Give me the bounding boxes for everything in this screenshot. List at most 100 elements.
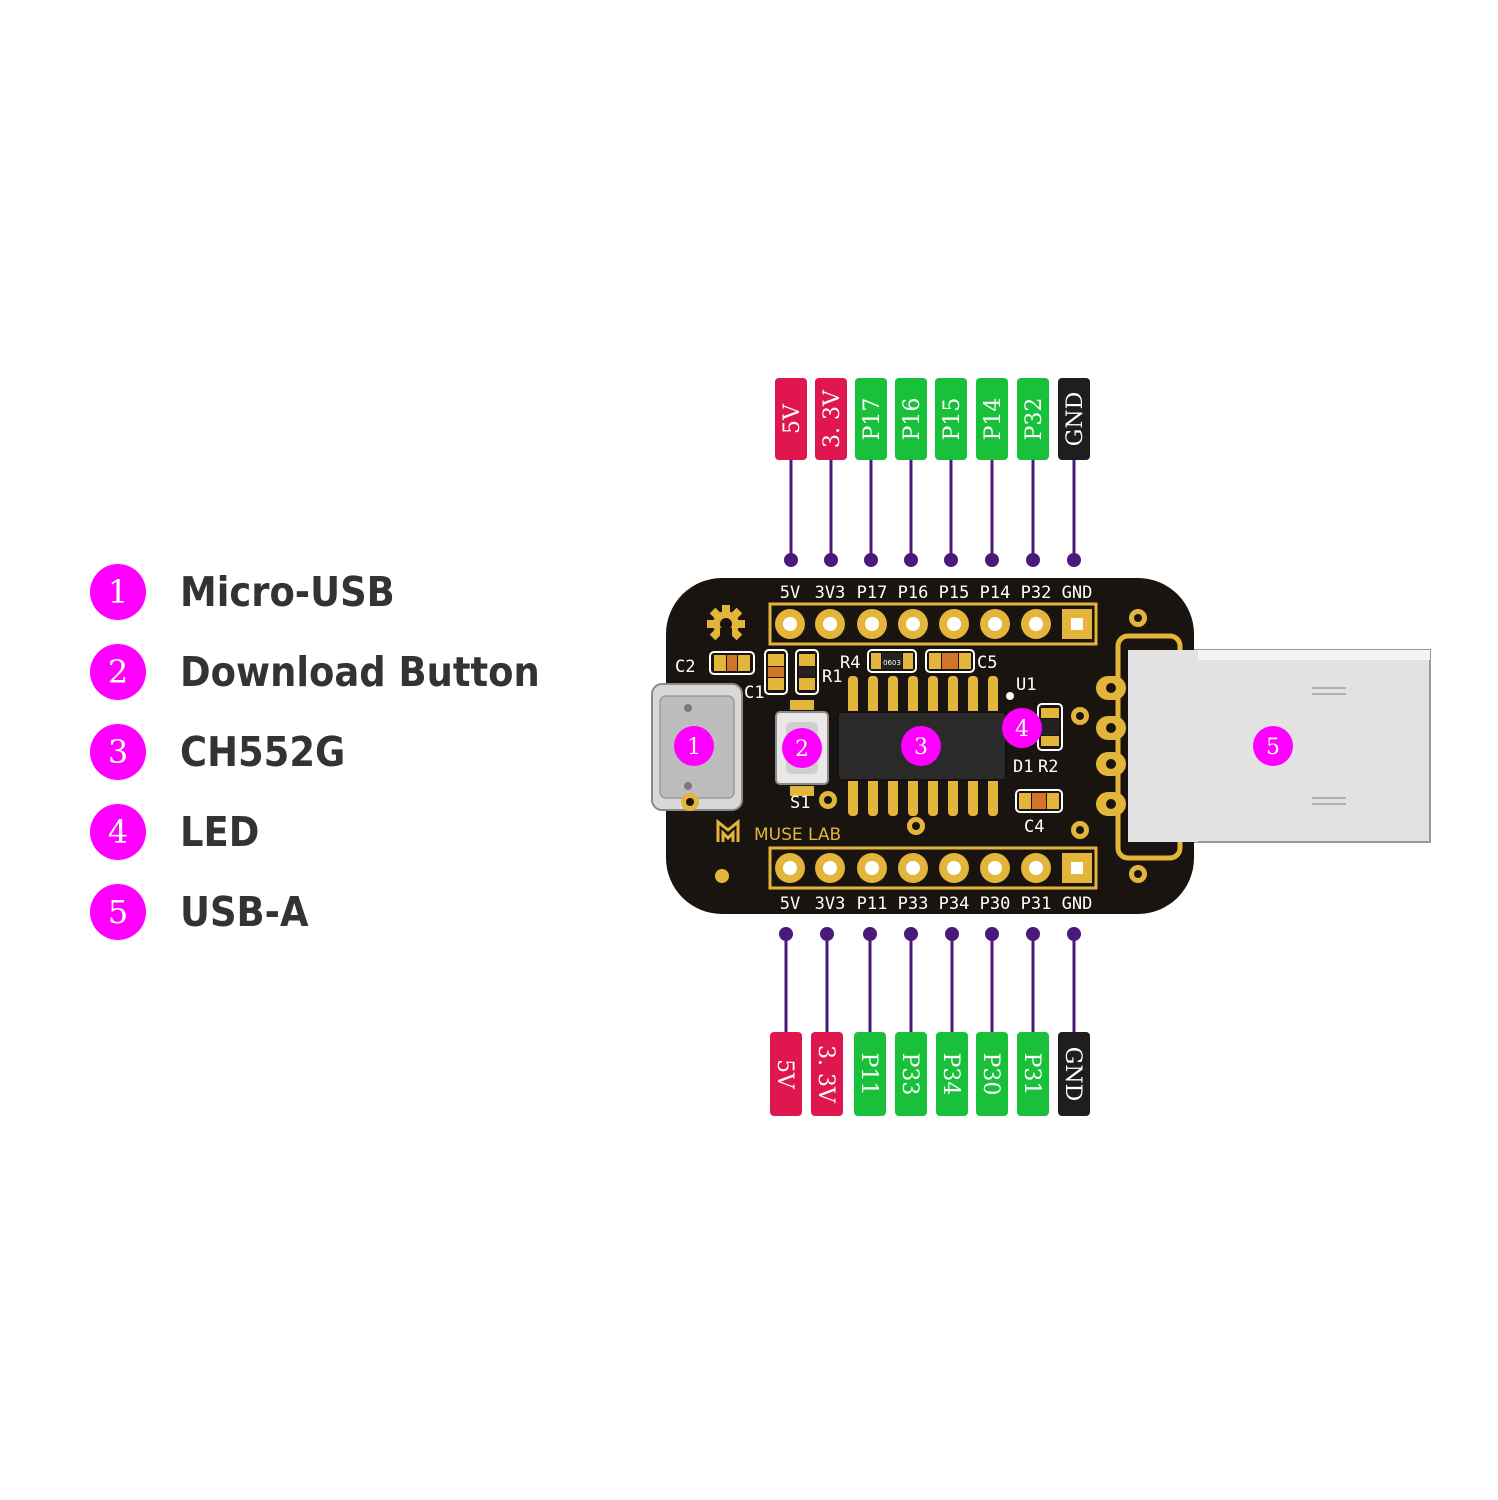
marker-usb-a: 5 xyxy=(1253,726,1293,766)
usb-a-contacts xyxy=(1096,633,1198,861)
pin-tag-label: 5V xyxy=(772,1059,797,1090)
pin-tag-top-p16: P16 xyxy=(895,378,927,460)
silk-label: P34 xyxy=(939,894,970,914)
silk-label: 3V3 xyxy=(815,583,846,603)
legend-item-led: 4 LED xyxy=(90,792,580,872)
leader-dot xyxy=(784,553,798,567)
pin-tag-label: GND xyxy=(1063,392,1088,446)
legend-item-usb-a: 5 USB-A xyxy=(90,872,580,952)
header-pad-hole xyxy=(1029,861,1043,875)
legend-label: CH552G xyxy=(180,728,346,776)
label-s1: S1 xyxy=(790,793,810,813)
label-c5: C5 xyxy=(977,653,997,673)
pin-tag-label: P17 xyxy=(860,398,885,441)
silk-label: P33 xyxy=(898,894,929,914)
pin-tag-bottom-p31: P31 xyxy=(1017,1032,1049,1116)
pin-tags-bottom: 5V 3. 3V P11 P33 P34 P30 P31 GND xyxy=(770,1032,1090,1116)
pin-tag-bottom-p34: P34 xyxy=(936,1032,968,1116)
marker-number: 5 xyxy=(1266,735,1280,760)
chip-pin xyxy=(868,676,878,714)
silk-label: P15 xyxy=(939,583,970,603)
component-labels: C2 C1 R1 R4 C5 U1 D1 R2 S1 C4 xyxy=(675,653,1058,837)
legend-number-badge: 4 xyxy=(90,804,146,860)
chip-pin xyxy=(888,676,898,714)
marker-number: 2 xyxy=(795,737,809,762)
pin-tag-top-p14: P14 xyxy=(976,378,1008,460)
label-c2: C2 xyxy=(675,657,695,677)
silk-label: GND xyxy=(1062,583,1093,603)
legend-item-download-button: 2 Download Button xyxy=(90,632,580,712)
pin-tag-bottom-3v3: 3. 3V xyxy=(811,1032,843,1116)
resistor-r4: 0603 xyxy=(867,649,917,673)
silk-label: P30 xyxy=(980,894,1011,914)
capacitor-c5 xyxy=(925,649,975,673)
usb-a-contact-hole xyxy=(1106,723,1116,733)
leader-dot xyxy=(985,553,999,567)
pin-tag-bottom-5v: 5V xyxy=(770,1032,802,1116)
label-c1: C1 xyxy=(744,683,764,703)
legend-item-ch552g: 3 CH552G xyxy=(90,712,580,792)
legend-number-badge: 2 xyxy=(90,644,146,700)
leader-dot xyxy=(1026,553,1040,567)
marker-number: 4 xyxy=(1015,717,1029,742)
resistor-code: 0603 xyxy=(883,659,901,667)
pin-tag-label: 5V xyxy=(780,403,805,434)
marker-ch552g: 3 xyxy=(901,726,941,766)
marker-download-button: 2 xyxy=(782,728,822,768)
header-pad-hole xyxy=(1071,862,1083,874)
pin-tag-bottom-gnd: GND xyxy=(1058,1032,1090,1116)
leader-dot xyxy=(944,553,958,567)
chip-pin xyxy=(888,778,898,816)
pin-tag-label: GND xyxy=(1060,1047,1085,1101)
leader-dot xyxy=(864,553,878,567)
silk-label: P11 xyxy=(857,894,888,914)
leader-dot xyxy=(1067,553,1081,567)
legend-label: Download Button xyxy=(180,648,540,696)
header-pad-hole xyxy=(988,617,1002,631)
pin-tag-label: P32 xyxy=(1022,398,1047,441)
silk-label: 5V xyxy=(780,583,800,603)
header-pad-hole xyxy=(947,617,961,631)
muse-lab-logo: MUSE LAB xyxy=(716,818,841,845)
capacitor-c1 xyxy=(764,649,788,695)
legend-label: USB-A xyxy=(180,888,309,936)
chip-pin xyxy=(988,676,998,714)
chip-pin xyxy=(908,778,918,816)
pin-tag-label: P33 xyxy=(897,1053,922,1096)
header-pad-hole xyxy=(865,617,879,631)
marker-number: 3 xyxy=(914,735,928,760)
pin-tag-top-p15: P15 xyxy=(935,378,967,460)
header-pad-hole xyxy=(865,861,879,875)
chip-pin xyxy=(988,778,998,816)
chip-pin xyxy=(968,778,978,816)
bottom-leader-lines xyxy=(779,927,1081,1032)
pin-tag-label: P14 xyxy=(981,398,1006,441)
resistor-r1 xyxy=(795,649,819,695)
label-u1: U1 xyxy=(1016,675,1036,695)
legend-number-badge: 1 xyxy=(90,564,146,620)
chip-pin xyxy=(848,676,858,714)
silk-label: GND xyxy=(1062,894,1093,914)
header-pad-hole xyxy=(823,861,837,875)
legend-label: LED xyxy=(180,808,260,856)
header-pad-hole xyxy=(1029,617,1043,631)
silk-bottom-labels: 5V 3V3 P11 P33 P34 P30 P31 GND xyxy=(780,894,1093,914)
header-pad-hole xyxy=(947,861,961,875)
pin-tag-label: P30 xyxy=(978,1053,1003,1096)
label-c4: C4 xyxy=(1024,817,1044,837)
chip-pin xyxy=(868,778,878,816)
chip-pin xyxy=(848,778,858,816)
pin-tag-top-5v: 5V xyxy=(775,378,807,460)
top-header-outline xyxy=(768,602,1098,646)
bottom-header-outline xyxy=(768,846,1098,890)
chip-pin xyxy=(948,676,958,714)
usb-a-contact-hole xyxy=(1106,799,1116,809)
gear-icon xyxy=(707,605,745,644)
top-leader-lines xyxy=(784,460,1081,567)
usb-a-contact-hole xyxy=(1106,683,1116,693)
label-r4: R4 xyxy=(840,653,860,673)
chip-pin xyxy=(948,778,958,816)
chip-pin xyxy=(928,676,938,714)
label-d1: D1 xyxy=(1013,757,1033,777)
